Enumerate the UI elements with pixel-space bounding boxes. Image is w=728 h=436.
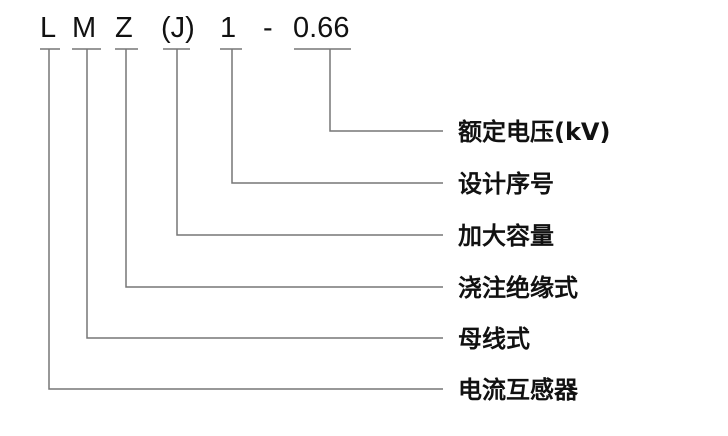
code-part-voltage: 0.66 — [293, 12, 349, 44]
code-part-z: Z — [115, 12, 133, 44]
leader-cast-insulation — [125, 49, 443, 288]
leader-lines — [48, 49, 443, 390]
label-current-transformer: 电流互感器 — [458, 376, 579, 404]
leader-voltage — [329, 49, 443, 132]
leader-increased-capacity — [176, 49, 443, 236]
leader-busbar — [86, 49, 443, 339]
label-increased-capacity: 加大容量 — [458, 222, 554, 250]
label-cast-insulation: 浇注绝缘式 — [458, 274, 578, 302]
label-design-number: 设计序号 — [458, 170, 554, 198]
meaning-labels: 额定电压(kV) 设计序号 加大容量 浇注绝缘式 母线式 电流互感器 — [458, 118, 610, 404]
code-part-l: L — [40, 12, 56, 44]
label-busbar-type: 母线式 — [458, 325, 530, 353]
code-dash: - — [263, 12, 273, 44]
label-rated-voltage: 额定电压(kV) — [458, 118, 610, 146]
code-part-j: (J) — [161, 12, 195, 44]
leader-design-no — [231, 49, 443, 184]
code-part-1: 1 — [220, 12, 236, 44]
code-part-m: M — [72, 12, 96, 44]
model-code: L M Z (J) 1 - 0.66 — [40, 12, 349, 44]
leader-current-transformer — [48, 49, 443, 390]
